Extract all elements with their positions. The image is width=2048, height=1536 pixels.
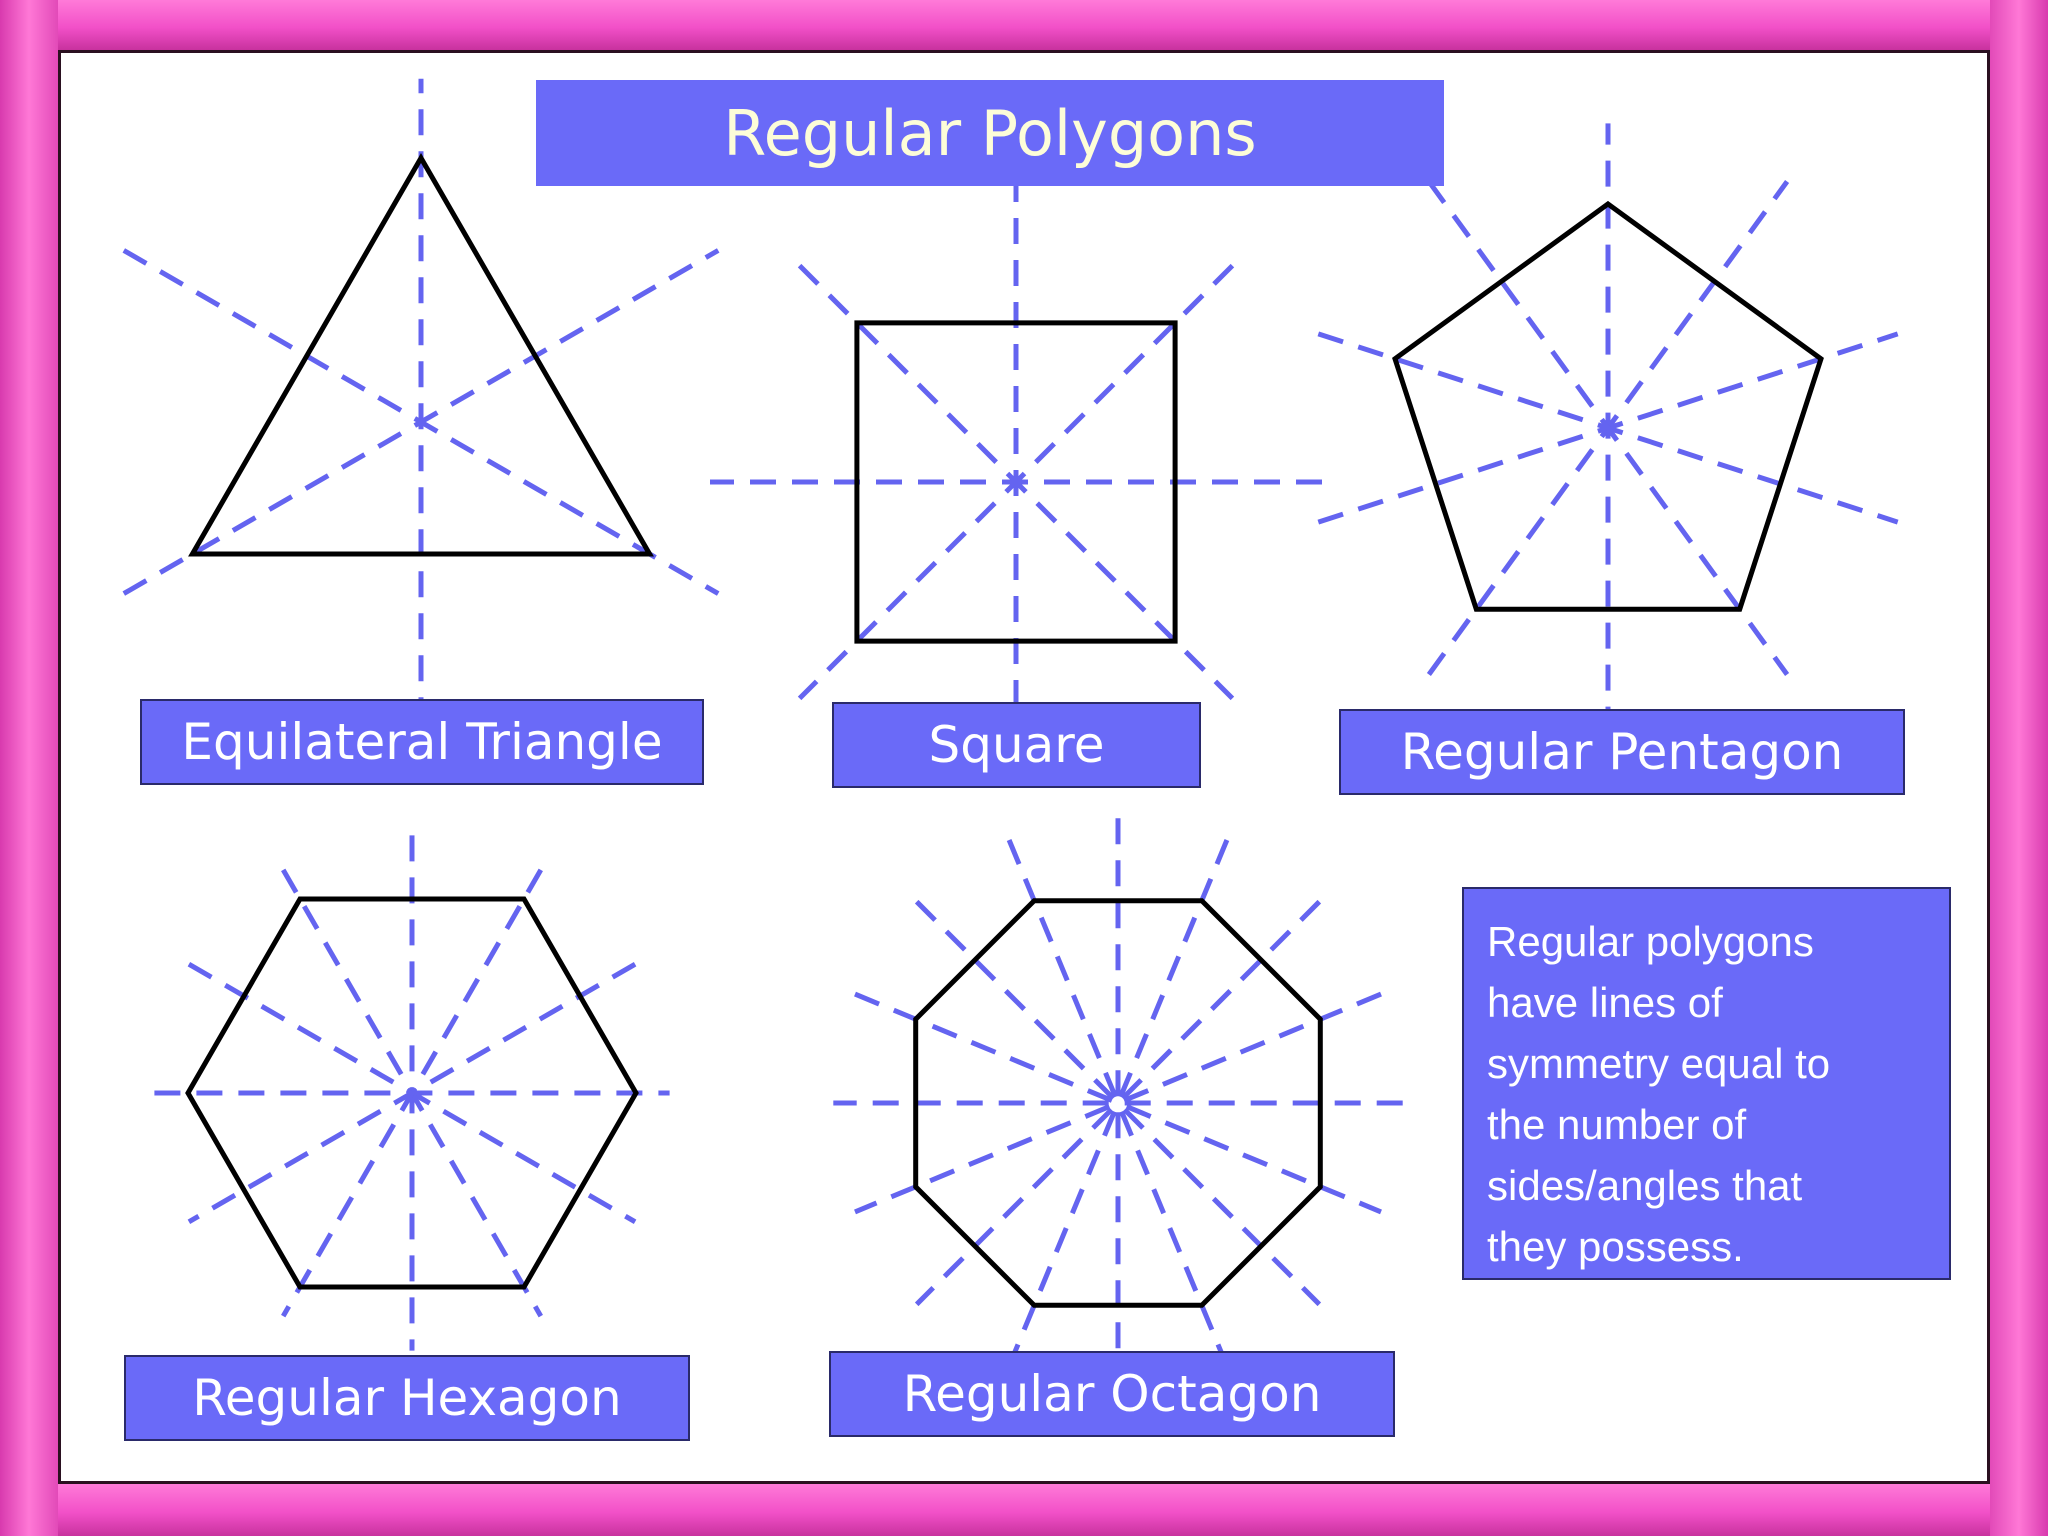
frame-left-border — [0, 0, 58, 1536]
octagon-symmetry-line-6 — [914, 899, 1322, 1307]
regular-octagon-label: Regular Octagon — [829, 1351, 1395, 1437]
triangle-outline — [188, 152, 654, 557]
regular-hexagon-label: Regular Hexagon — [124, 1355, 690, 1441]
symmetry-note: Regular polygons have lines of symmetry … — [1462, 887, 1951, 1280]
octagon-symmetry-line-2 — [914, 899, 1322, 1307]
regular-pentagon-figure — [1317, 123, 1899, 733]
pentagon-outline — [1392, 200, 1824, 612]
hexagon-symmetry-line-6 — [187, 962, 637, 1224]
square-outline — [854, 320, 1178, 644]
equilateral-triangle-label: Equilateral Triangle — [140, 699, 704, 785]
octagon-outline — [913, 898, 1323, 1308]
page-title: Regular Polygons — [536, 80, 1444, 186]
pentagon-symmetry-line-5 — [1426, 180, 1790, 676]
equilateral-triangle-figure — [122, 78, 720, 766]
octagon-symmetry-line-1 — [854, 991, 1382, 1215]
square-figure — [710, 176, 1322, 788]
note-line-5: sides/angles that — [1487, 1162, 1803, 1209]
triangle-symmetry-line-3 — [122, 248, 720, 596]
frame-right-border — [1990, 0, 2048, 1536]
octagon-symmetry-line-7 — [854, 991, 1382, 1215]
frame-bottom-border — [0, 1484, 2048, 1536]
regular-hexagon-figure — [154, 835, 670, 1351]
note-line-1: Regular polygons — [1487, 918, 1814, 965]
note-line-4: the number of — [1487, 1101, 1747, 1148]
square-label: Square — [832, 702, 1201, 788]
note-line-6: they possess. — [1487, 1223, 1744, 1270]
octagon-symmetry-line-5 — [1006, 839, 1230, 1367]
regular-octagon-figure — [833, 818, 1403, 1388]
frame-top-border — [0, 0, 2048, 50]
note-line-3: symmetry equal to — [1487, 1040, 1831, 1087]
regular-pentagon-label: Regular Pentagon — [1339, 709, 1905, 795]
octagon-symmetry-line-3 — [1006, 839, 1230, 1367]
note-line-2: have lines of — [1487, 979, 1723, 1026]
hexagon-outline — [185, 896, 639, 1290]
